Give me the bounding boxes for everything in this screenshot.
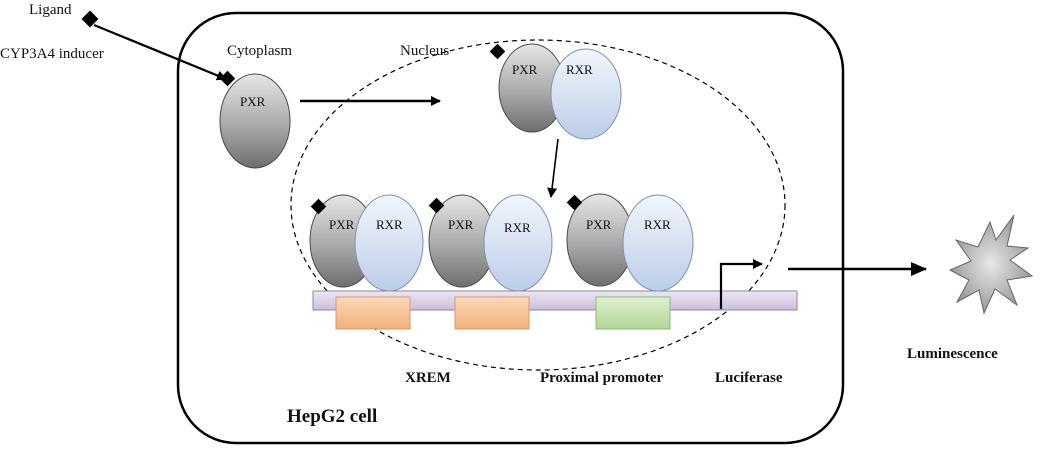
inducer-label: CYP3A4 inducer (0, 46, 104, 62)
pxr-label: PXR (240, 94, 266, 109)
dna-strand (312, 290, 798, 311)
rxr-dna-bound-3 (622, 194, 694, 292)
rxr-label: RXR (376, 217, 403, 232)
nucleus-boundary (290, 39, 786, 371)
ligand-diamond-icon (489, 43, 506, 60)
xrem-element-1 (335, 296, 411, 330)
proximal-promoter-element (595, 296, 671, 330)
rxr-nuclear-dimer (550, 48, 622, 140)
rxr-label: RXR (566, 62, 593, 77)
nucleus-label: Nucleus (400, 43, 449, 59)
transcription-start-arrow (719, 259, 763, 309)
rxr-dna-bound-1 (354, 194, 424, 292)
pxr-cytoplasm (219, 73, 291, 169)
ligand-diamond-icon (219, 70, 236, 87)
ligand-diamond-icon (310, 198, 327, 215)
ligand-diamond-icon (566, 194, 583, 211)
luminescence-label: Luminescence (907, 346, 998, 362)
xrem-label: XREM (405, 370, 451, 386)
ligand-diamond-icon (428, 197, 445, 214)
rxr-label: RXR (504, 220, 531, 235)
ligand-entry-arrow (93, 23, 227, 81)
luciferase-label: Luciferase (715, 370, 783, 386)
pxr-label: PXR (586, 217, 612, 232)
cytoplasm-label: Cytoplasm (227, 43, 292, 59)
rxr-label: RXR (644, 217, 671, 232)
pxr-label: PXR (512, 62, 538, 77)
luminescence-starburst-icon (948, 214, 1034, 315)
binding-arrow (547, 138, 559, 198)
proximal-promoter-label: Proximal promoter (540, 370, 664, 386)
pxr-label: PXR (448, 217, 474, 232)
ligand-diamond-icon (81, 10, 99, 28)
pxr-label: PXR (329, 217, 355, 232)
hepg2-cell-boundary (176, 11, 845, 445)
hepg2-cell-label: HepG2 cell (287, 406, 377, 427)
rxr-dna-bound-2 (483, 194, 553, 292)
ligand-label: Ligand (29, 2, 72, 18)
xrem-element-2 (454, 296, 530, 330)
